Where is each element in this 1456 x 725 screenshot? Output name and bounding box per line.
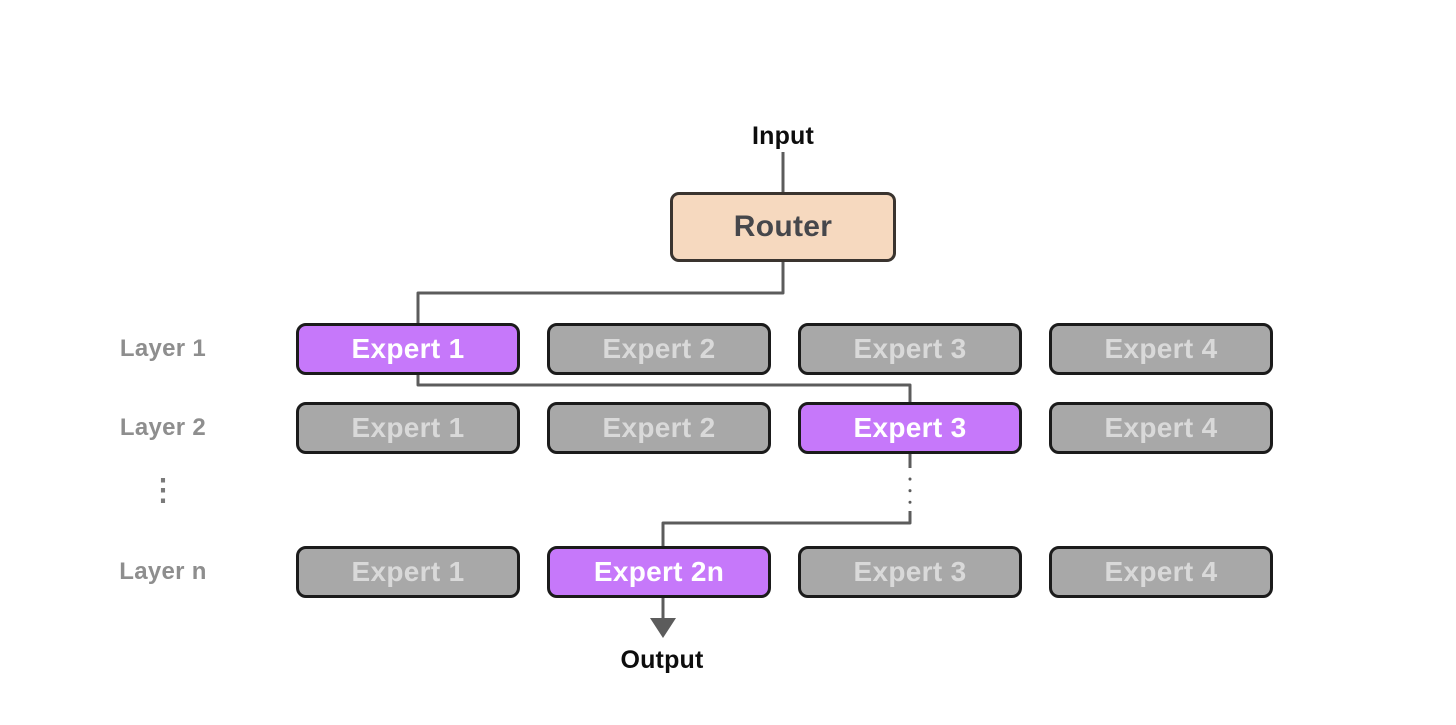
edge-layer1-expert1-to-layer2-expert3 [416,374,912,403]
layer-n-label: Layer n [119,558,207,585]
input-label: Input [751,122,815,150]
layer-n-row: Expert 1 Expert 2n Expert 3 Expert 4 [296,546,1273,598]
layer2-expert-1: Expert 1 [296,402,520,454]
layer2-expert-4: Expert 4 [1049,402,1273,454]
layern-expert-3: Expert 3 [798,546,1022,598]
layern-expert-4: Expert 4 [1049,546,1273,598]
layer-2-row: Expert 1 Expert 2 Expert 3 Expert 4 [296,402,1273,454]
output-label: Output [620,646,704,674]
hidden-layers-ellipsis: ⋮ [148,474,178,507]
layer-1-label: Layer 1 [119,335,207,362]
layern-expert-2n: Expert 2n [547,546,771,598]
layer2-expert-2: Expert 2 [547,402,771,454]
layer1-expert-4: Expert 4 [1049,323,1273,375]
router-node: Router [670,192,896,262]
edge-to-layern-expert2n [661,511,912,547]
layer1-expert-3: Expert 3 [798,323,1022,375]
output-arrowhead-icon [650,618,676,638]
layer2-expert-3: Expert 3 [798,402,1022,454]
layer1-expert-2: Expert 2 [547,323,771,375]
layern-expert-1: Expert 1 [296,546,520,598]
layer-1-row: Expert 1 Expert 2 Expert 3 Expert 4 [296,323,1273,375]
layer1-expert-1: Expert 1 [296,323,520,375]
edge-router-to-layer1-expert1 [416,262,785,324]
layer-2-label: Layer 2 [119,414,207,441]
